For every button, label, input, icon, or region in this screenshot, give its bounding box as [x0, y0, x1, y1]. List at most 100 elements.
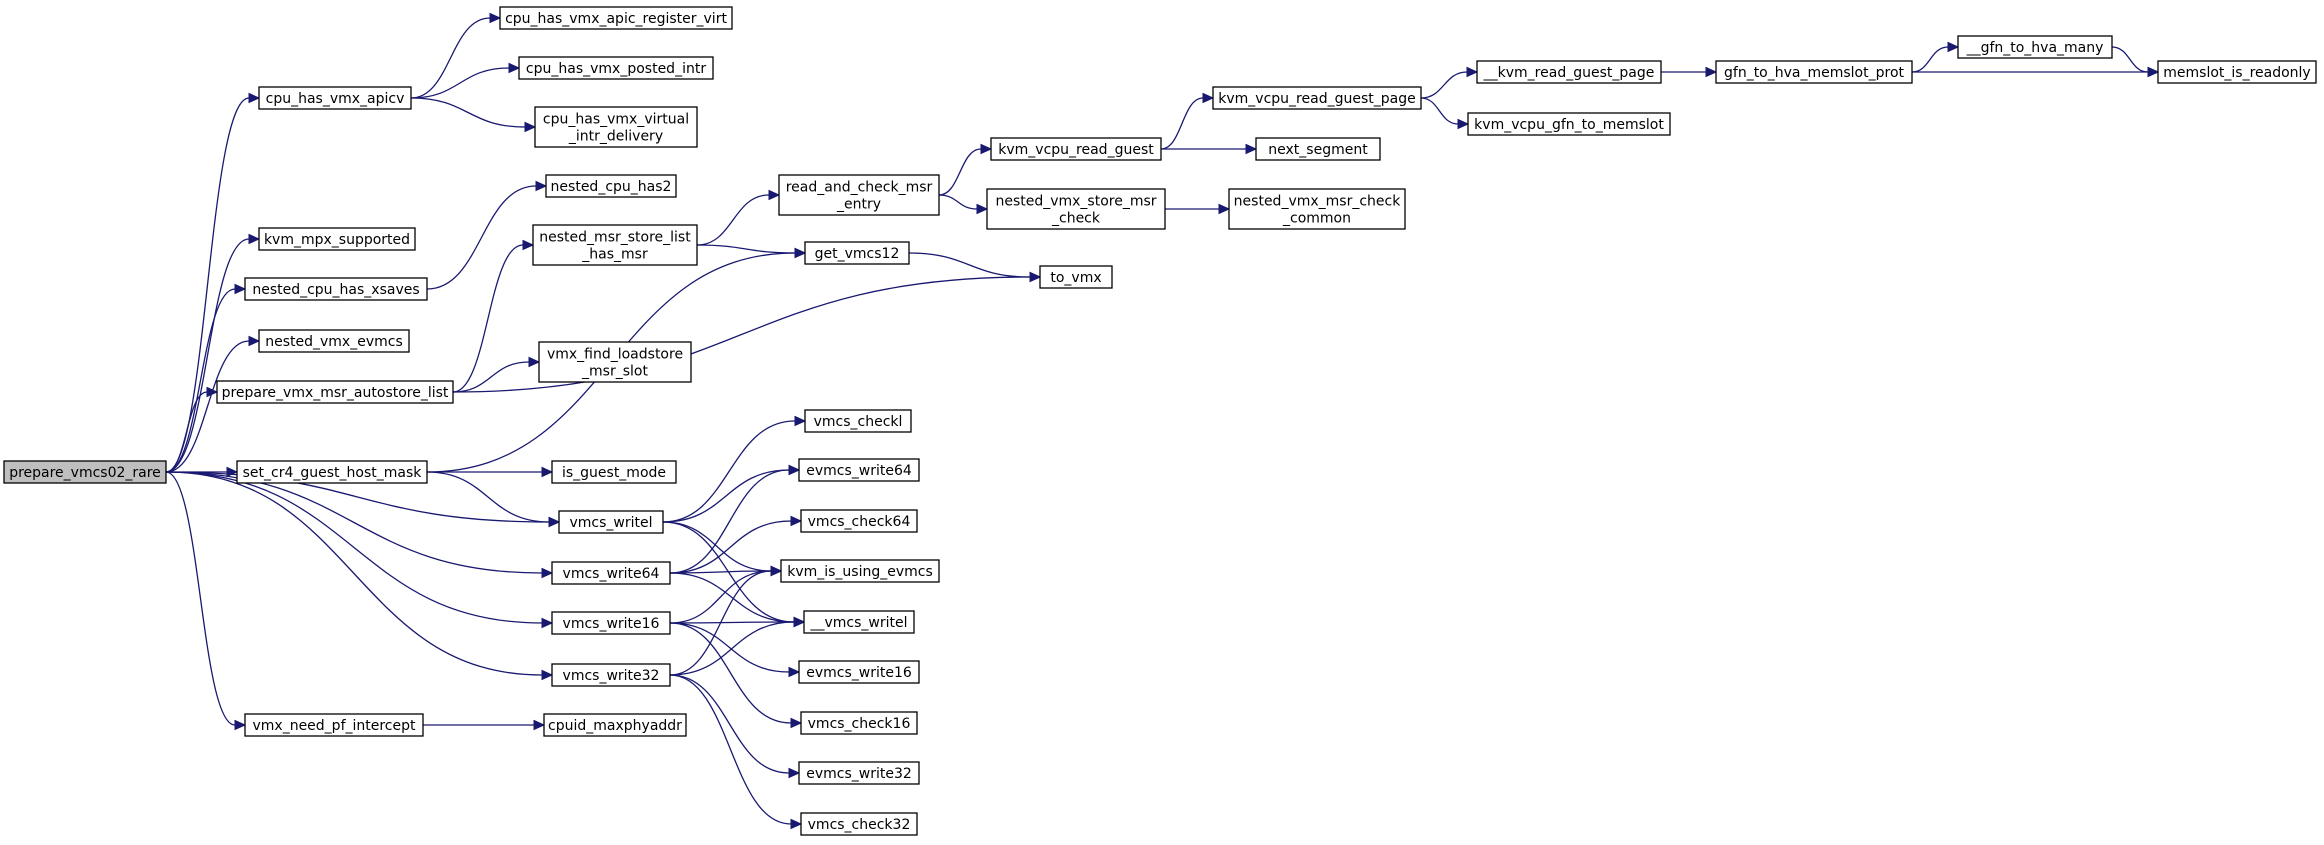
node-vmcs-writel[interactable]: __vmcs_writel: [803, 610, 915, 634]
edge-prepare-vmcs02-rare-to-nested-cpu-has-xsaves: [165, 283, 247, 473]
edge-line: [426, 185, 537, 290]
node-box: [1228, 188, 1406, 230]
node-cpu-has-vmx-apicv[interactable]: cpu_has_vmx_apicv: [258, 86, 412, 110]
node-label: _entry: [836, 197, 881, 213]
edge-line: [669, 622, 790, 673]
edge-line: [696, 244, 796, 254]
node-box: [798, 761, 920, 785]
node-nested-vmx-store-msr-check[interactable]: nested_vmx_store_msr_check: [986, 188, 1166, 230]
node-vmcs-writel[interactable]: vmcs_writel: [558, 510, 664, 534]
node-kvm-vcpu-gfn-to-memslot[interactable]: kvm_vcpu_gfn_to_memslot: [1467, 112, 1671, 136]
edge-line: [165, 471, 543, 624]
edge-line: [662, 469, 790, 523]
node-kvm-vcpu-read-guest-page[interactable]: kvm_vcpu_read_guest_page: [1212, 86, 1422, 110]
node-box: [558, 510, 664, 534]
node-nested-cpu-has-xsaves[interactable]: nested_cpu_has_xsaves: [244, 277, 428, 301]
node-box: [3, 460, 167, 484]
node-vmcs-write32[interactable]: vmcs_write32: [551, 663, 671, 687]
node-evmcs-write32[interactable]: evmcs_write32: [798, 761, 920, 785]
node-label: nested_vmx_store_msr: [995, 194, 1156, 210]
node-gfn-to-hva-many[interactable]: __gfn_to_hva_many: [1957, 35, 2113, 59]
node-evmcs-write16[interactable]: evmcs_write16: [798, 660, 920, 684]
node-read-and-check-msr-entry[interactable]: read_and_check_msr_entry: [778, 174, 940, 216]
node-to-vmx[interactable]: to_vmx: [1039, 265, 1113, 289]
node-evmcs-write64[interactable]: evmcs_write64: [798, 458, 920, 482]
node-label: vmcs_check16: [808, 716, 911, 732]
edge-arrowhead: [1029, 271, 1042, 283]
node-vmcs-check64[interactable]: vmcs_check64: [800, 509, 918, 533]
node-box: [538, 341, 692, 383]
edge-vmcs-write16-to-vmcs-check16: [669, 622, 803, 729]
edge-prepare-vmcs02-rare-to-vmcs-write32: [165, 471, 554, 681]
edge-line: [938, 194, 978, 210]
node-kvm-vcpu-read-guest[interactable]: kvm_vcpu_read_guest: [990, 137, 1162, 161]
node-box: [780, 559, 940, 583]
node-label: to_vmx: [1050, 270, 1101, 286]
node-label: __kvm_read_guest_page: [1483, 65, 1655, 81]
node-box: [990, 137, 1162, 161]
node-vmcs-check16[interactable]: vmcs_check16: [800, 711, 918, 735]
edge-line: [165, 238, 250, 473]
edge-arrowhead: [248, 335, 261, 347]
node-box: [499, 6, 733, 30]
node-nested-msr-store-list-has-msr[interactable]: nested_msr_store_list_has_msr: [532, 224, 698, 266]
node-memslot-is-readonly[interactable]: memslot_is_readonly: [2157, 60, 2317, 84]
edge-line: [410, 17, 491, 99]
edge-arrowhead: [522, 239, 535, 251]
node-label: _common: [1282, 211, 1351, 227]
edge-line: [452, 276, 1031, 393]
edge-line: [669, 622, 792, 724]
node-get-vmcs12[interactable]: get_vmcs12: [804, 241, 910, 265]
node-box: [244, 713, 424, 737]
root-node-prepare-vmcs02-rare[interactable]: prepare_vmcs02_rare: [3, 460, 167, 484]
node-prepare-vmx-msr-autostore-list[interactable]: prepare_vmx_msr_autostore_list: [216, 380, 454, 404]
node-cpu-has-vmx-posted-intr[interactable]: cpu_has_vmx_posted_intr: [518, 56, 714, 80]
node-label: vmcs_writel: [569, 515, 652, 531]
edge-line: [669, 570, 772, 676]
edge-line: [452, 244, 524, 393]
node-kvm-mpx-supported[interactable]: kvm_mpx_supported: [258, 227, 416, 251]
node-label: kvm_mpx_supported: [264, 232, 410, 248]
node-vmx-find-loadstore-msr-slot[interactable]: vmx_find_loadstore_msr_slot: [538, 341, 692, 383]
edge-arrowhead: [788, 464, 801, 476]
node-kvm-read-guest-page[interactable]: __kvm_read_guest_page: [1476, 60, 1662, 84]
node-next-segment[interactable]: next_segment: [1255, 137, 1381, 161]
node-box: [1715, 60, 1913, 84]
node-gfn-to-hva-memslot-prot[interactable]: gfn_to_hva_memslot_prot: [1715, 60, 1913, 84]
node-cpu-has-vmx-virtual-intr-delivery[interactable]: cpu_has_vmx_virtual_intr_delivery: [534, 106, 698, 148]
edge-nested-msr-store-list-has-msr-to-read-and-check-msr-entry: [696, 189, 781, 246]
edge-gfn-to-hva-memslot-prot-to-gfn-to-hva-many: [1911, 41, 1960, 73]
node-nested-cpu-has2[interactable]: nested_cpu_has2: [545, 174, 677, 198]
node-kvm-is-using-evmcs[interactable]: kvm_is_using_evmcs: [780, 559, 940, 583]
node-box: [545, 174, 677, 198]
edge-set-cr4-guest-host-mask-to-vmcs-writel: [426, 471, 561, 528]
edge-prepare-vmcs02-rare-to-vmcs-write16: [165, 471, 554, 629]
node-vmcs-checkl[interactable]: vmcs_checkl: [804, 409, 912, 433]
node-cpu-has-vmx-apic-register-virt[interactable]: cpu_has_vmx_apic_register_virt: [499, 6, 733, 30]
edge-arrowhead: [541, 617, 554, 629]
node-label: vmcs_check32: [808, 817, 911, 833]
node-box: [800, 812, 918, 836]
node-vmcs-write64[interactable]: vmcs_write64: [551, 561, 671, 585]
node-box: [244, 277, 428, 301]
node-set-cr4-guest-host-mask[interactable]: set_cr4_guest_host_mask: [236, 460, 428, 484]
node-box: [800, 509, 918, 533]
edge-arrowhead: [541, 567, 554, 579]
node-nested-vmx-msr-check-common[interactable]: nested_vmx_msr_check_common: [1228, 188, 1406, 230]
edge-vmcs-write32-to-kvm-is-using-evmcs: [669, 565, 783, 676]
node-cpuid-maxphyaddr[interactable]: cpuid_maxphyaddr: [543, 713, 687, 737]
edge-prepare-vmcs02-rare-to-kvm-mpx-supported: [165, 233, 261, 473]
node-vmcs-write16[interactable]: vmcs_write16: [551, 611, 671, 635]
node-vmcs-check32[interactable]: vmcs_check32: [800, 812, 918, 836]
node-vmx-need-pf-intercept[interactable]: vmx_need_pf_intercept: [244, 713, 424, 737]
node-label: nested_vmx_msr_check: [1234, 194, 1402, 210]
edge-arrowhead: [548, 516, 561, 528]
node-nested-vmx-evmcs[interactable]: nested_vmx_evmcs: [258, 329, 410, 353]
node-label: vmcs_check64: [808, 514, 911, 530]
edge-arrowhead: [234, 719, 247, 731]
edge-line: [410, 97, 526, 128]
edge-arrowhead: [1466, 66, 1479, 78]
edge-cpu-has-vmx-apicv-to-cpu-has-vmx-posted-intr: [410, 62, 521, 99]
edge-line: [165, 471, 236, 726]
node-is-guest-mode[interactable]: is_guest_mode: [551, 460, 677, 484]
